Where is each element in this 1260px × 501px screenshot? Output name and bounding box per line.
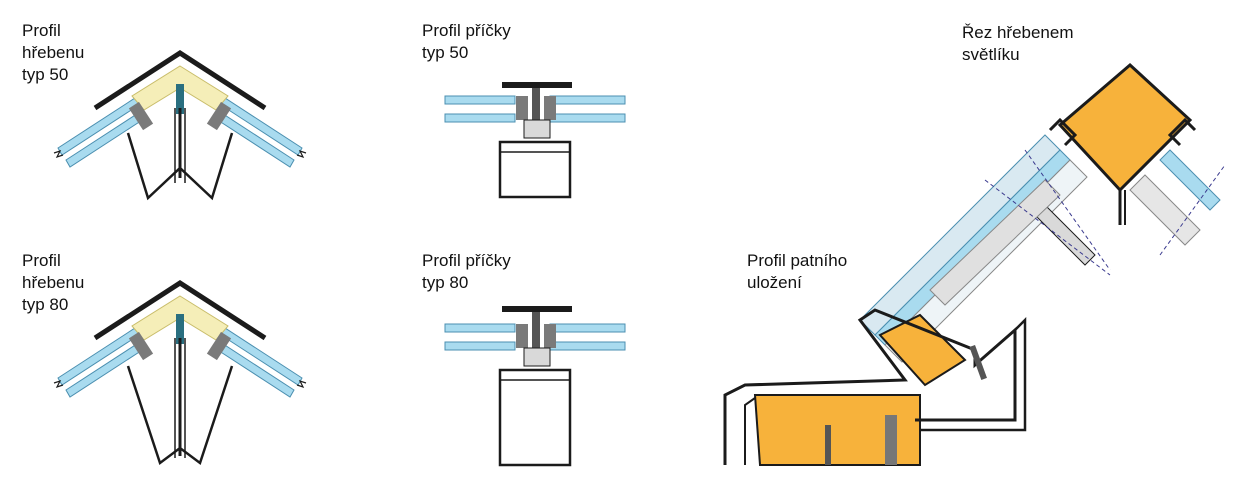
ridge-profile-80-drawing	[53, 280, 307, 466]
label-ridge-80: Profil hřebenu typ 80	[22, 251, 85, 314]
bar-profile-80-drawing	[444, 306, 626, 467]
bar-profile-50-drawing	[444, 82, 626, 199]
cover-cap	[93, 280, 267, 341]
glass-pane-right	[212, 327, 303, 398]
label-skylight-section: Řez hřebenem světlíku	[962, 23, 1074, 64]
right-slope-glazing	[1129, 149, 1221, 246]
label-bar-80: Profil příčky typ 80	[422, 251, 511, 292]
base-cladding	[723, 308, 1017, 465]
label-base-profile: Profil patního uložení	[747, 251, 848, 292]
cover-cap	[93, 50, 267, 111]
label-ridge-50: Profil hřebenu typ 50	[22, 21, 85, 84]
label-bar-50: Profil příčky typ 50	[422, 21, 511, 62]
skylight-section-drawing	[723, 62, 1226, 466]
base-insulation-horizontal	[753, 394, 921, 466]
ridge-profile-50-drawing	[53, 50, 307, 201]
